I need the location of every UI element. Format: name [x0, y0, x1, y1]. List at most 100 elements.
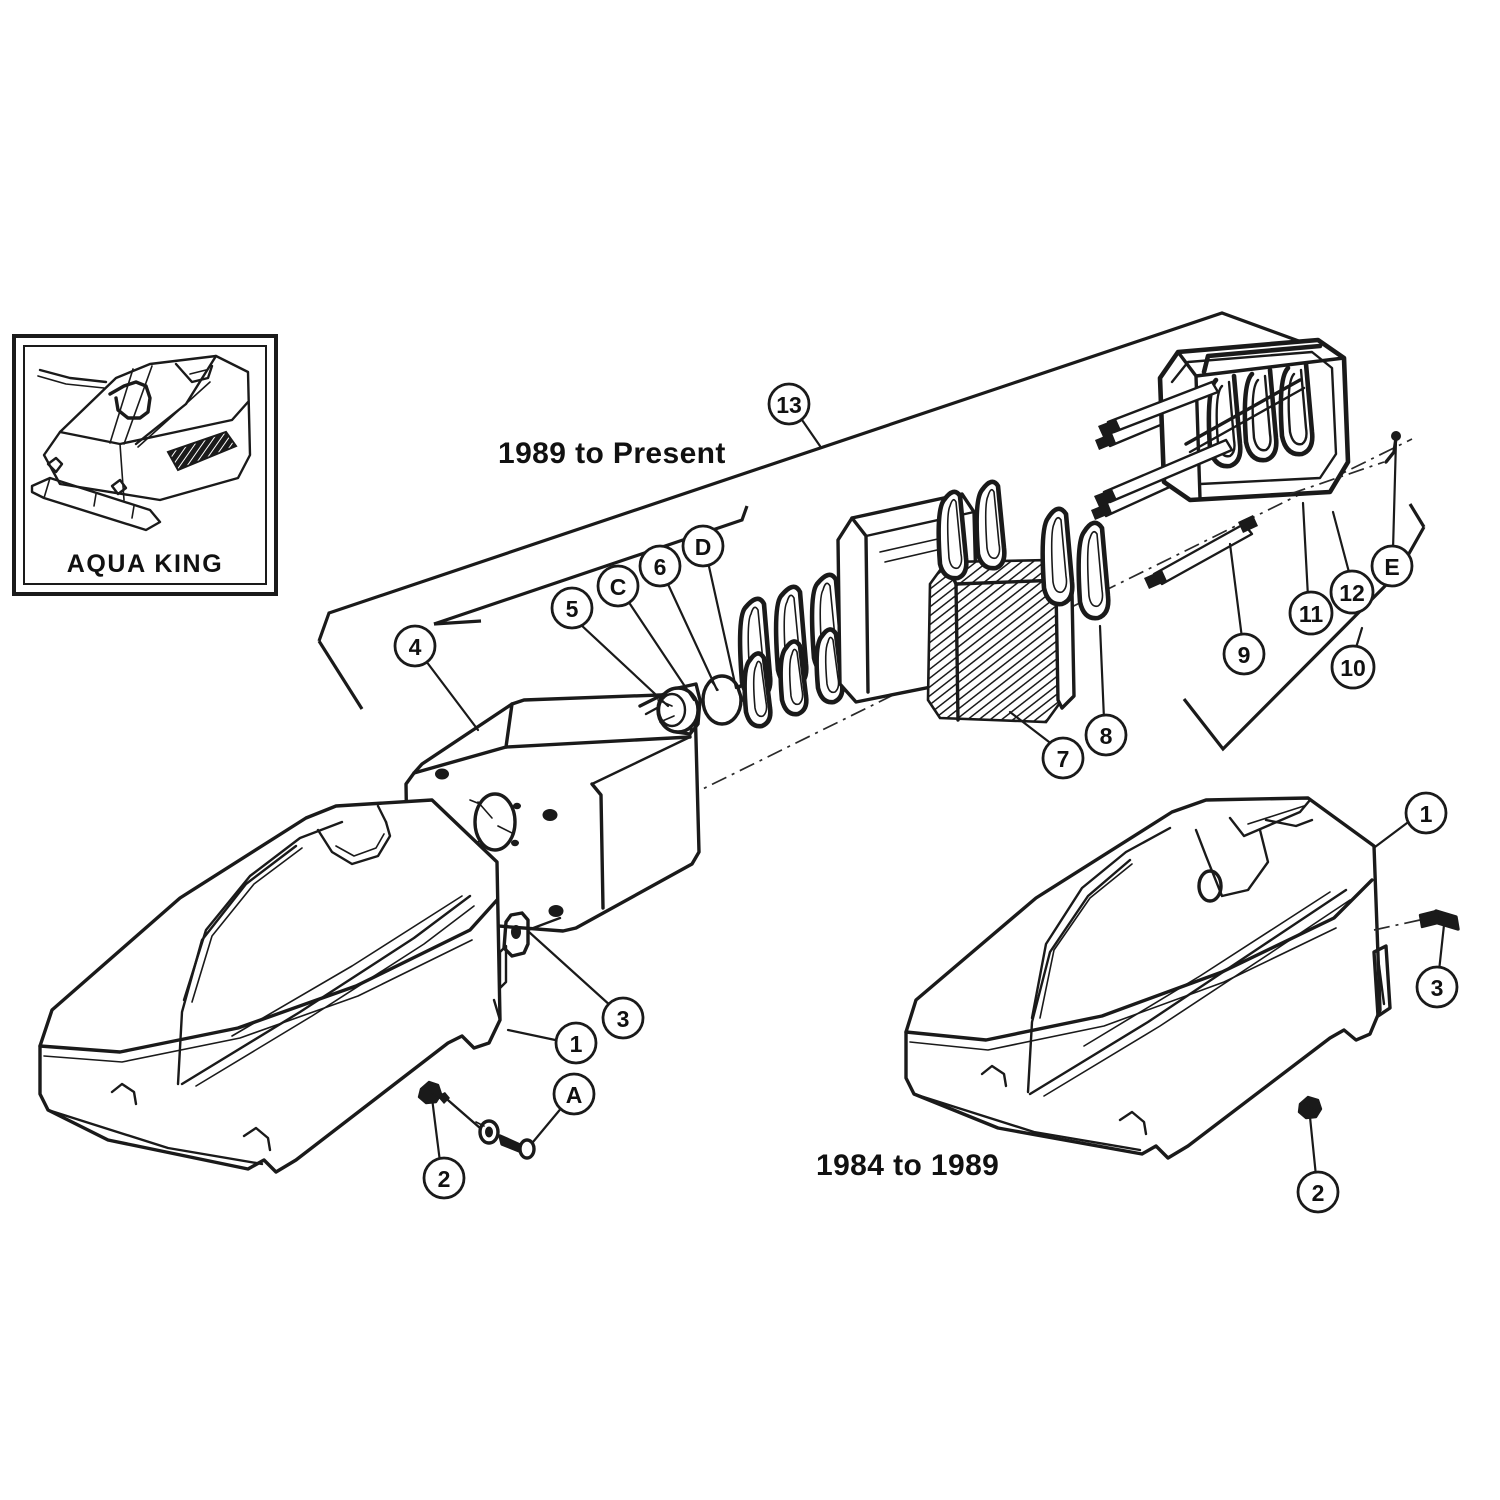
callout-circle[interactable] [422, 1156, 466, 1200]
callout-13[interactable]: 13 [767, 382, 811, 426]
gasket-ring-stack-right [936, 479, 1111, 621]
callout-label: 3 [617, 1006, 630, 1032]
gasket-ring [1076, 520, 1111, 621]
housing-pilot-dot-2 [511, 839, 519, 847]
housing-bolt-hole-1 [435, 768, 449, 780]
callout-label: 3 [1431, 975, 1444, 1001]
callout-label: 1 [570, 1031, 583, 1057]
callout-1-right[interactable]: 1 [1404, 791, 1448, 835]
callout-bubbles: 13 4 5 C 6 D 7 [393, 382, 1459, 1214]
callout-circle[interactable] [1370, 544, 1414, 588]
callout-circle[interactable] [1404, 791, 1448, 835]
callout-6[interactable]: 6 [638, 544, 682, 588]
gasket-ring [814, 627, 845, 705]
callout-label: 2 [438, 1166, 451, 1192]
knurled-nut [417, 1080, 450, 1105]
callout-label: 9 [1238, 642, 1251, 668]
callout-circle[interactable] [1288, 590, 1334, 636]
aqua-king-inset-group: AQUA KING [12, 334, 278, 596]
callout-9[interactable]: 9 [1222, 632, 1266, 676]
housing-bolt-hole-3 [548, 905, 564, 917]
inset-cleaner-illustration [30, 354, 252, 532]
callout-label: 10 [1340, 655, 1366, 681]
gasket-ring [1040, 506, 1075, 607]
callout-circle[interactable] [554, 1021, 598, 1065]
callout-2-left[interactable]: 2 [422, 1156, 466, 1200]
bracket-assembly-10-lower [1182, 526, 1426, 752]
bracket-assembly-13-upper [317, 311, 1308, 642]
callout-circle[interactable] [552, 1072, 596, 1116]
callout-circle[interactable] [638, 544, 682, 588]
callout-10[interactable]: 10 [1330, 644, 1376, 690]
housing-pilot-dot-1 [513, 802, 521, 810]
callout-circle[interactable] [1415, 965, 1459, 1009]
callout-12[interactable]: 12 [1329, 569, 1375, 615]
filter-cartridge [926, 558, 1076, 724]
screw-axis-right [1373, 919, 1421, 931]
callout-label: 11 [1299, 601, 1324, 627]
callout-4[interactable]: 4 [393, 624, 437, 668]
callout-5[interactable]: 5 [550, 586, 594, 630]
callout-A[interactable]: A [552, 1072, 596, 1116]
callout-circle[interactable] [393, 624, 437, 668]
callout-8[interactable]: 8 [1084, 713, 1128, 757]
gasket-ring [936, 489, 969, 581]
heater-coils [1184, 343, 1323, 469]
callout-3-left[interactable]: 3 [601, 996, 645, 1040]
knurled-nut-right [1297, 1095, 1323, 1120]
callout-circle[interactable] [601, 996, 645, 1040]
heading-era-old: 1984 to 1989 [816, 1149, 999, 1182]
callout-label: 4 [409, 634, 422, 660]
callout-label: 7 [1057, 746, 1070, 772]
callout-label: 5 [566, 596, 579, 622]
callout-label: 1 [1420, 801, 1433, 827]
callout-E[interactable]: E [1370, 544, 1414, 588]
callout-label: C [610, 574, 627, 600]
hood-hardware-left [417, 1080, 536, 1160]
callout-7[interactable]: 7 [1041, 736, 1085, 780]
screw-part-A [498, 1134, 536, 1160]
heater-element-assembly [1094, 337, 1401, 507]
mount-lug-hole [511, 925, 521, 939]
callout-label: A [566, 1082, 583, 1108]
callout-circle[interactable] [596, 564, 640, 608]
hood-outer-silhouette-old [904, 796, 1382, 1160]
screw-part-3-right [1418, 909, 1460, 931]
callout-1-left[interactable]: 1 [554, 1021, 598, 1065]
bracket-assembly-10-right-tick [1408, 503, 1426, 528]
gasket-ring [974, 479, 1007, 571]
callout-circle[interactable] [1084, 713, 1128, 757]
callout-C[interactable]: C [596, 564, 640, 608]
washer [475, 1119, 500, 1145]
callout-11[interactable]: 11 [1288, 590, 1334, 636]
callout-label: 2 [1312, 1180, 1325, 1206]
callout-circle[interactable] [767, 382, 811, 426]
housing-port-opening [473, 792, 517, 852]
callout-circle[interactable] [1296, 1170, 1340, 1214]
stud-bolt-part-9 [1144, 515, 1258, 589]
callout-label: 6 [654, 554, 667, 580]
inset-vent-grille [166, 430, 238, 472]
hood-shell-old [904, 796, 1460, 1160]
callout-circle[interactable] [1041, 736, 1085, 780]
callout-2-right[interactable]: 2 [1296, 1170, 1340, 1214]
housing-bolt-hole-2 [542, 809, 558, 821]
callout-circle[interactable] [550, 586, 594, 630]
hood-outer-silhouette [38, 798, 502, 1174]
callout-D[interactable]: D [681, 524, 725, 568]
bracket-subassembly-upper [433, 505, 749, 626]
callout-3-right[interactable]: 3 [1415, 965, 1459, 1009]
callout-circle[interactable] [1222, 632, 1266, 676]
callout-circle[interactable] [1329, 569, 1375, 615]
gasket-ring [742, 651, 773, 729]
bracket-subassembly-tick [433, 619, 482, 626]
callout-circle[interactable] [681, 524, 725, 568]
callout-label: 8 [1100, 723, 1113, 749]
callout-circle[interactable] [1330, 644, 1376, 690]
hardware-connector-line [439, 1092, 482, 1130]
bracket-assembly-13-left-tick [317, 640, 364, 710]
retainer-pin-head [1391, 431, 1401, 441]
callout-label: D [695, 534, 712, 560]
leader-lines [424, 415, 1446, 1178]
